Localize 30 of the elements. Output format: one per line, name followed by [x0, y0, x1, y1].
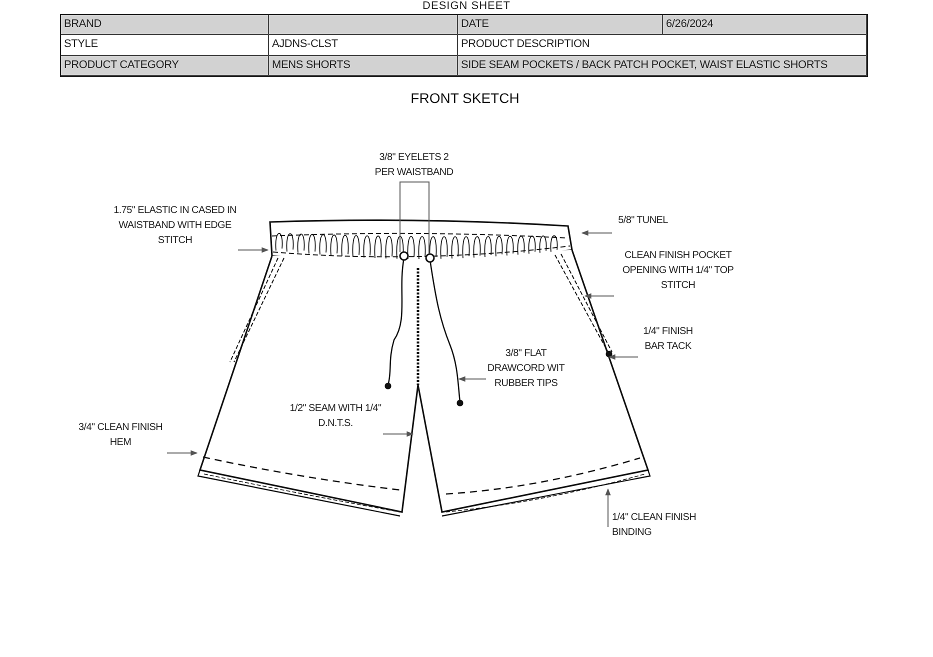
callout-text: 1.75" ELASTIC IN CASED IN WAISTBAND WITH EDGE STITCH: [112, 203, 238, 254]
leader-line: [166, 450, 198, 456]
table-cell: SIDE SEAM POCKETS / BACK PATCH POCKET, WAIST ELASTIC SHORTS: [458, 56, 867, 76]
callout-text: 1/4" FINISH BAR TACK: [638, 324, 698, 360]
leader-line: [414, 182, 430, 254]
table-cell: PRODUCT CATEGORY: [61, 56, 269, 76]
callout-text: 1/2" SEAM WITH 1/4" D.N.T.S.: [288, 401, 383, 437]
leader-line: [608, 354, 638, 360]
view-heading: FRONT SKETCH: [410, 90, 520, 106]
table-cell: 6/26/2024: [663, 15, 867, 36]
callout-text: 3/8" FLAT DRAWCORD WIT RUBBER TIPS: [486, 346, 566, 391]
callout-text: 1/4" CLEAN FINISH BINDING: [612, 510, 732, 540]
leader-line: [581, 230, 612, 236]
sheet-title: DESIGN SHEET: [422, 0, 512, 12]
table-cell: MENS SHORTS: [269, 56, 458, 76]
callout-text: 3/4" CLEAN FINISH HEM: [74, 420, 167, 456]
table-cell: PRODUCT DESCRIPTION: [458, 35, 867, 56]
callout-text: 5/8" TUNEL: [612, 213, 674, 236]
table-cell: DATE: [458, 15, 663, 36]
table-cell: AJDNS-CLST: [269, 35, 458, 56]
table-cell: STYLE: [61, 35, 269, 56]
callout-text: CLEAN FINISH POCKET OPENING WITH 1/4" TOP STITCH: [614, 248, 742, 299]
leader-line: [400, 182, 414, 252]
leader-line: [458, 376, 486, 382]
callout-text: 3/8" EYELETS 2 PER WAISTBAND: [369, 150, 459, 182]
leader-line: [605, 488, 611, 528]
table-cell: BRAND: [61, 15, 269, 36]
leader-line: [238, 247, 269, 253]
leader-line: [584, 293, 614, 299]
leader-line: [382, 431, 414, 437]
